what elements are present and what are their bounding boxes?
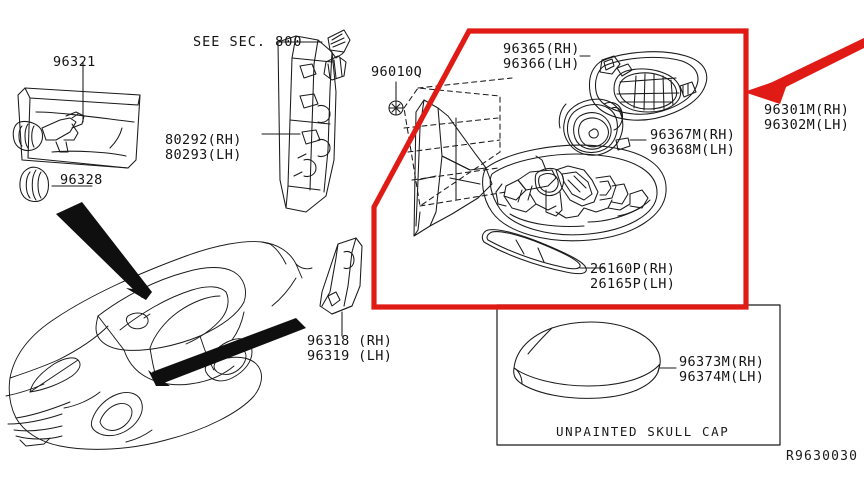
label-96010Q: 96010Q — [371, 64, 423, 80]
label-96365-96366: 96365(RH) 96366(LH) — [503, 41, 580, 72]
skull-cap-caption: UNPAINTED SKULL CAP — [556, 424, 730, 439]
label-96318-96319: 96318 (RH) 96319 (LH) — [307, 333, 393, 364]
part-mirror-actuator — [558, 98, 631, 156]
part-mirror-arm — [413, 99, 493, 237]
part-cowl-trim — [277, 35, 337, 213]
part-turn-signal-lamp — [481, 229, 587, 275]
skull-cap-inset-box — [496, 304, 781, 446]
part-mirror-housing — [482, 144, 667, 242]
part-mirror-glass — [589, 51, 708, 121]
part-mirror-grommet — [19, 166, 50, 203]
label-26160P-26165P: 26160P(RH) 26165P(LH) — [590, 261, 676, 292]
callout-arrow-black — [56, 202, 306, 386]
label-96328: 96328 — [60, 172, 103, 188]
part-mirror-clip — [388, 100, 404, 116]
part-sec800-clip — [323, 29, 351, 81]
vehicle-illustration — [5, 241, 313, 450]
part-skull-cap — [513, 321, 661, 399]
part-corner-cover — [319, 237, 363, 315]
part-inside-mirror — [12, 87, 141, 169]
callout-arrow — [744, 38, 864, 104]
diagram-reference-code: R9630030 — [786, 449, 859, 464]
label-see-sec-800: SEE SEC. 800 — [193, 34, 303, 50]
label-96301M-96302M: 96301M(RH) 96302M(LH) — [764, 102, 850, 133]
label-96373M-96374M: 96373M(RH) 96374M(LH) — [679, 354, 765, 385]
label-96321: 96321 — [53, 54, 96, 70]
label-80292-80293: 80292(RH) 80293(LH) — [165, 132, 242, 163]
label-96367M-96368M: 96367M(RH) 96368M(LH) — [650, 127, 736, 158]
